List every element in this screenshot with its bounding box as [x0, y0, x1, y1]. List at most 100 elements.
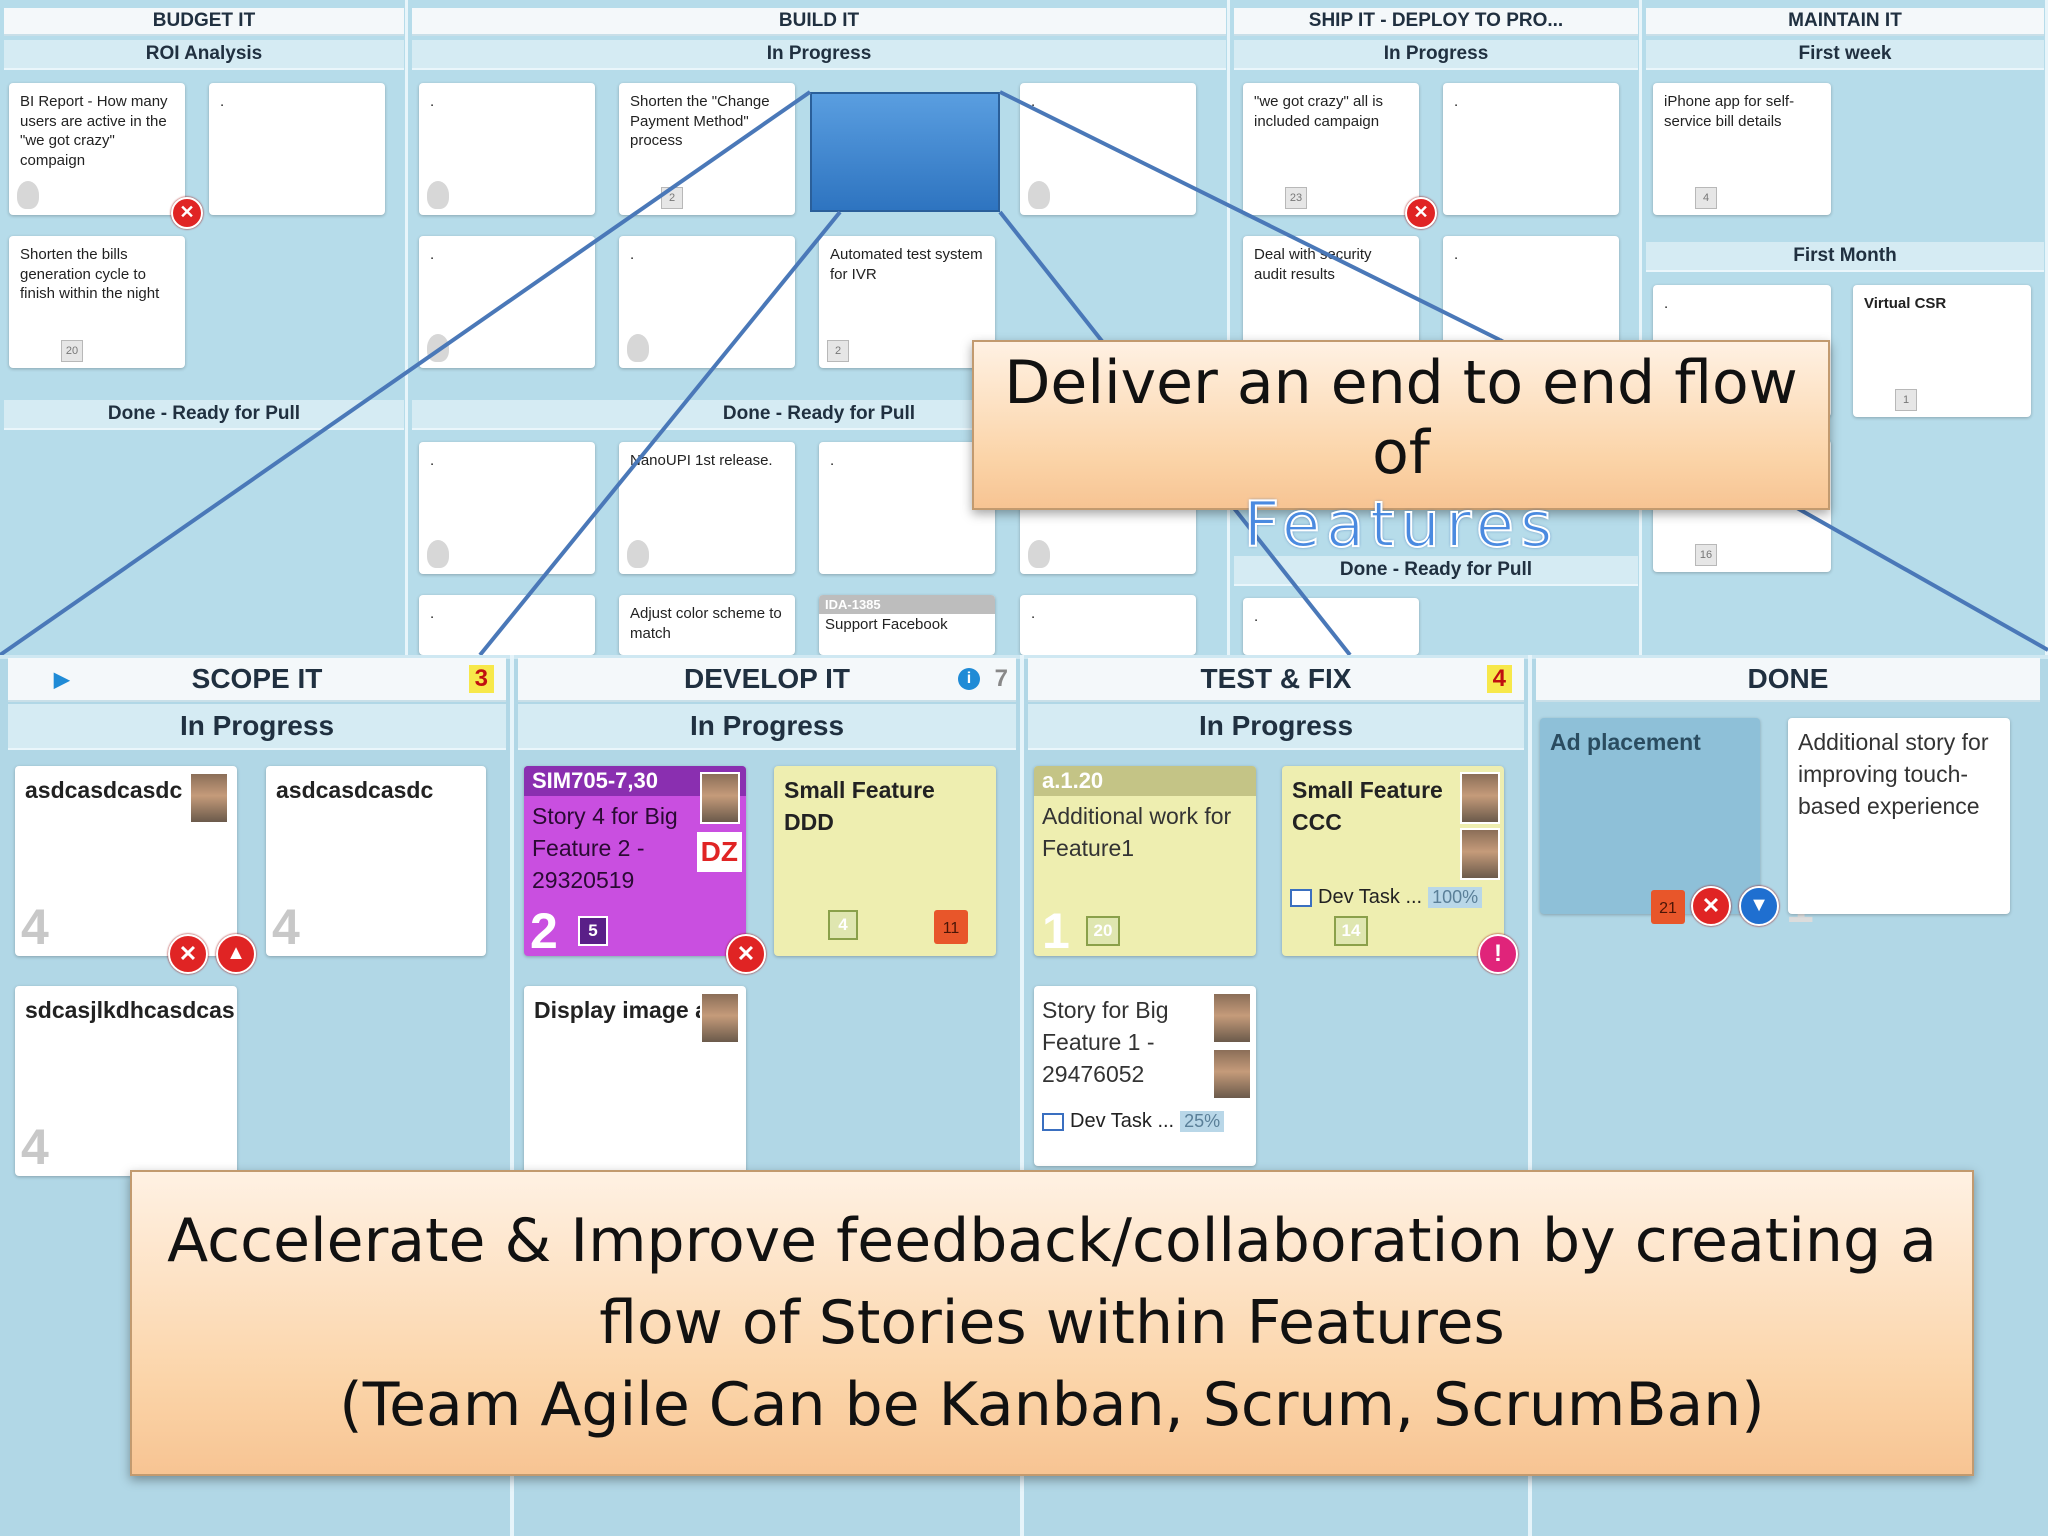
card-text: Story for Big Feature 1 - 29476052 [1042, 997, 1169, 1088]
lane-title-text: SCOPE IT [191, 663, 323, 694]
card-empty[interactable]: . [419, 83, 595, 215]
card-text: "we got crazy" all is included campaign [1254, 93, 1384, 130]
lane-title-scope-it[interactable]: ▶ SCOPE IT 3 [8, 658, 506, 702]
sub-head-ship-done: Done - Ready for Pull [1234, 556, 1638, 586]
task-icon [1290, 888, 1312, 907]
owner-initials: DZ [696, 832, 742, 872]
count-badge: 4 [828, 910, 858, 940]
card-story-big-feature-1[interactable]: Story for Big Feature 1 - 29476052 Dev T… [1034, 986, 1256, 1166]
lightbulb-icon [1028, 181, 1050, 209]
card-nanoupi[interactable]: NanoUPI 1st release. [619, 442, 795, 574]
card-id-strip: IDA-1385 [819, 595, 995, 614]
card-empty[interactable]: . [419, 595, 595, 655]
card-asdcasdcasdc[interactable]: asdcasdcasdc 4 [266, 766, 486, 956]
avatar [1212, 992, 1252, 1044]
block-icon[interactable]: ✕ [726, 934, 766, 974]
estimate-number: 2 [530, 903, 558, 956]
sub-head-first-week: First week [1646, 40, 2044, 70]
card-display-image-ad[interactable]: Display image ad [524, 986, 746, 1186]
dev-task-row[interactable]: Dev Task ... 100% [1290, 886, 1483, 909]
card-empty[interactable]: . [209, 83, 385, 215]
estimate-badge: 2 [827, 340, 849, 362]
lane-title-build[interactable]: BUILD IT [412, 8, 1226, 36]
card-text: Additional work for Feature1 [1042, 803, 1232, 862]
card-text: Support Facebook [825, 616, 948, 633]
info-icon[interactable]: i [958, 668, 980, 690]
card-adjust-color[interactable]: Adjust color scheme to match [619, 595, 795, 655]
card-text: NanoUPI 1st release. [630, 452, 773, 469]
lane-title-text: BUDGET IT [152, 10, 256, 31]
block-icon[interactable]: ✕ [171, 197, 203, 229]
lane-title-text: DONE [1747, 663, 1829, 694]
avatar [1460, 828, 1500, 880]
card-sdcasjlkdhcasdcas[interactable]: sdcasjlkdhcasdcas 4 [15, 986, 237, 1176]
card-bi-report[interactable]: BI Report - How many users are active in… [9, 83, 185, 215]
avatar [700, 992, 740, 1044]
card-text: Shorten the "Change Payment Method" proc… [630, 93, 770, 149]
lane-title-test-fix[interactable]: TEST & FIX 4 [1028, 658, 1524, 702]
priority-down-icon[interactable]: ▼ [1739, 886, 1779, 926]
card-small-feature-ddd[interactable]: Small Feature DDD 4 11 [774, 766, 996, 956]
bottom-lane-divider [510, 655, 514, 1536]
sub-head-ship-progress: In Progress [1234, 40, 1638, 70]
sub-head-build-progress: In Progress [412, 40, 1226, 70]
card-shorten-bills[interactable]: Shorten the bills generation cycle to fi… [9, 236, 185, 368]
alert-icon[interactable]: ! [1478, 934, 1518, 974]
sub-head-first-month: First Month [1646, 242, 2044, 272]
card-text: Additional story for improving touch-bas… [1798, 729, 1989, 820]
sub-head-test-progress: In Progress [1028, 704, 1524, 750]
card-small-feature-ccc[interactable]: Small Feature CCC Dev Task ... 100% 14 [1282, 766, 1504, 956]
bottom-lane-divider [1528, 655, 1532, 1536]
estimate-badge: 1 [1895, 389, 1917, 411]
bottom-lane-divider [1020, 655, 1024, 1536]
count-badge: 5 [578, 916, 608, 946]
card-empty[interactable]: . [1443, 83, 1619, 215]
card-virtual-csr[interactable]: Virtual CSR 1 [1853, 285, 2031, 417]
block-icon[interactable]: ✕ [168, 934, 208, 974]
card-text: iPhone app for self-service bill details [1664, 93, 1795, 130]
card-empty[interactable]: . [1020, 595, 1196, 655]
lane-title-ship[interactable]: SHIP IT - DEPLOY TO PRO... [1234, 8, 1638, 36]
lightbulb-icon [427, 540, 449, 568]
card-asdcasdcasdc[interactable]: asdcasdcasdc 4 [15, 766, 237, 956]
sub-head-roi: ROI Analysis [4, 40, 404, 70]
lightbulb-icon [627, 540, 649, 568]
card-iphone-app[interactable]: iPhone app for self-service bill details… [1653, 83, 1831, 215]
card-support-facebook[interactable]: IDA-1385 Support Facebook [819, 595, 995, 655]
lane-title-maintain[interactable]: MAINTAIN IT [1646, 8, 2044, 36]
card-ad-placement[interactable]: Ad placement [1540, 718, 1760, 914]
play-icon[interactable]: ▶ [54, 668, 70, 691]
card-sim705[interactable]: SIM705-7,30 Story 4 for Big Feature 2 - … [524, 766, 746, 956]
card-we-got-crazy[interactable]: "we got crazy" all is included campaign … [1243, 83, 1419, 215]
card-empty[interactable]: . [1243, 598, 1419, 655]
estimate-number: 4 [21, 899, 49, 955]
callout-stories: Accelerate & Improve feedback/collaborat… [130, 1170, 1974, 1476]
estimate-number: 1 [1042, 903, 1070, 956]
card-empty[interactable]: . [819, 442, 995, 574]
card-text: Story 4 for Big Feature 2 - 29320519 [532, 803, 678, 894]
card-additional-story[interactable]: Additional story for improving touch-bas… [1788, 718, 2010, 914]
wip-count-badge: 3 [468, 665, 494, 693]
callout-line: Accelerate & Improve feedback/collaborat… [167, 1206, 1937, 1276]
card-empty[interactable]: . [1020, 83, 1196, 215]
card-automated-test[interactable]: Automated test system for IVR 2 [819, 236, 995, 368]
lane-title-text: SHIP IT - DEPLOY TO PRO... [1308, 10, 1564, 31]
card-a120[interactable]: a.1.20 Additional work for Feature1 1 20 [1034, 766, 1256, 956]
priority-up-icon[interactable]: ▲ [216, 934, 256, 974]
wip-count-badge: 4 [1486, 665, 1512, 693]
lane-title-text: DEVELOP IT [684, 663, 850, 694]
block-icon[interactable]: ✕ [1691, 886, 1731, 926]
lightbulb-icon [17, 181, 39, 209]
card-text: Virtual CSR [1864, 295, 1947, 312]
estimate-number: 4 [272, 899, 300, 955]
card-change-payment[interactable]: Shorten the "Change Payment Method" proc… [619, 83, 795, 215]
lane-title-budget[interactable]: BUDGET IT [4, 8, 404, 36]
dev-task-row[interactable]: Dev Task ... 25% [1042, 1110, 1225, 1133]
lane-title-develop-it[interactable]: DEVELOP IT i 7 [518, 658, 1016, 702]
block-icon[interactable]: ✕ [1405, 197, 1437, 229]
lane-title-done[interactable]: DONE [1536, 658, 2040, 702]
task-icon [1042, 1112, 1064, 1131]
card-text: BI Report - How many users are active in… [20, 93, 168, 169]
lightbulb-icon [1028, 540, 1050, 568]
lightbulb-icon [427, 181, 449, 209]
